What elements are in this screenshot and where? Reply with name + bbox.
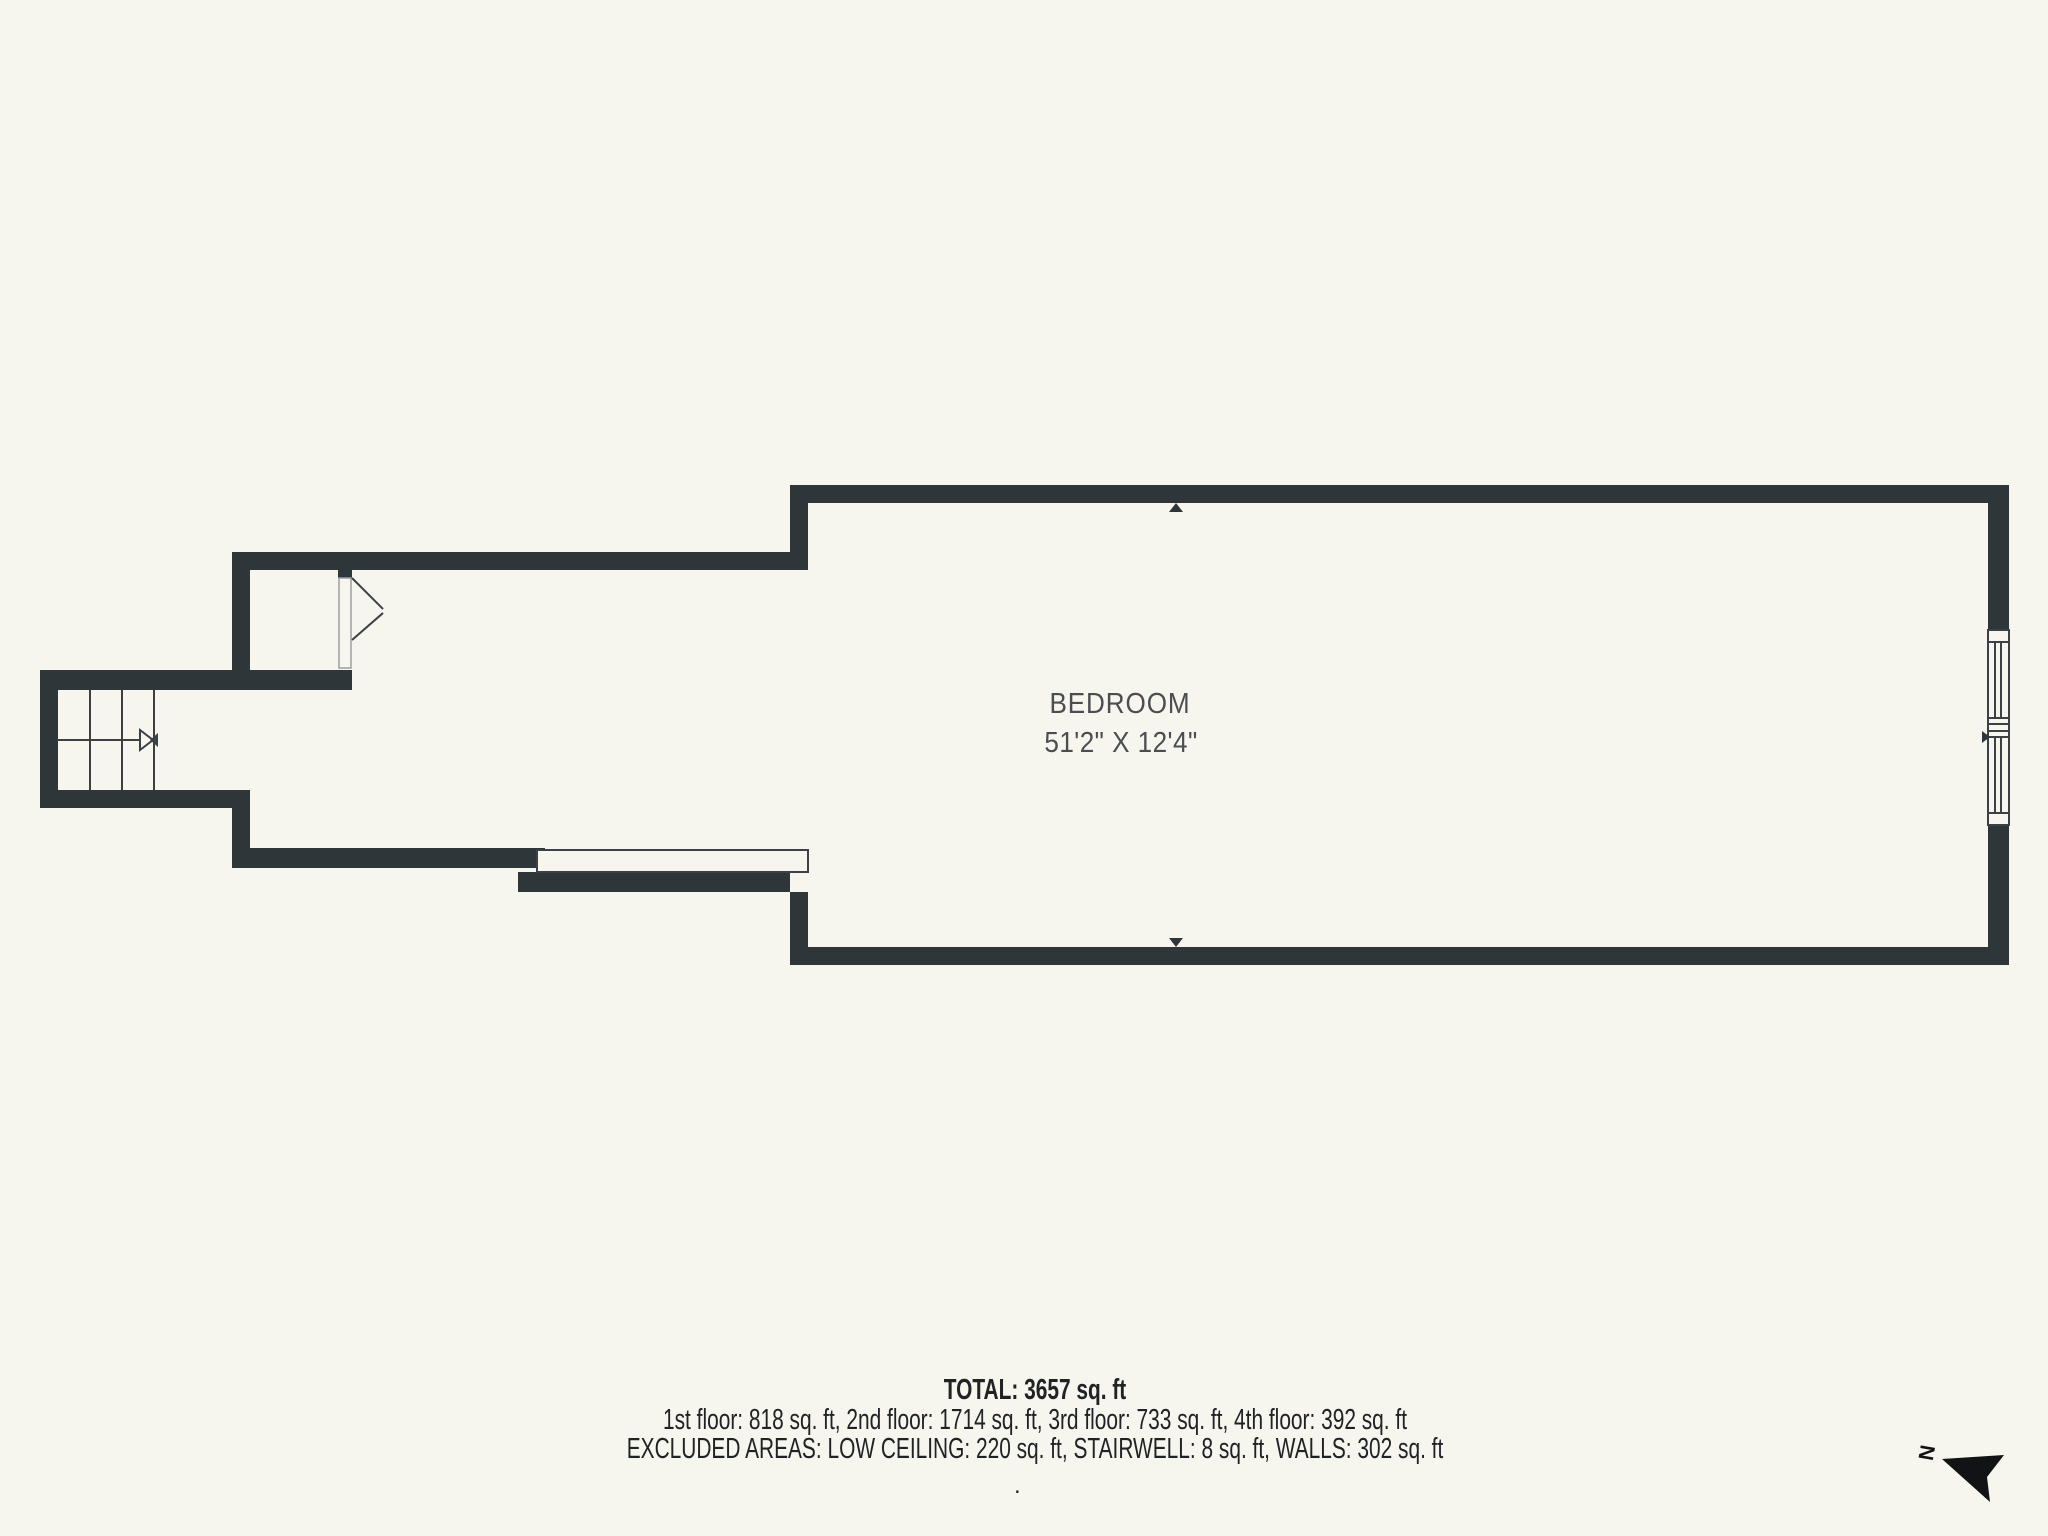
wall-bottom-left-b [518, 872, 790, 892]
window-right-frame [1987, 629, 2010, 826]
wall-step-bottom [790, 892, 808, 965]
marker-triangle-right-icon [1982, 731, 1990, 743]
wall-right-lower [1988, 825, 2009, 965]
wall-left-outer [40, 670, 58, 808]
window-right-assembly [1987, 629, 2010, 826]
marker-triangle-down-icon [1169, 938, 1183, 947]
stairs [57, 690, 158, 790]
door-opening [338, 577, 352, 669]
wall-bottom-main [790, 947, 2009, 965]
marker-triangle-up-icon [1169, 503, 1183, 512]
window-bottom [536, 849, 809, 873]
wall-step-top-left [790, 485, 808, 570]
wall-door-stub-top [338, 570, 352, 578]
ceiling-height-markers [1169, 503, 1990, 947]
wall-stair-bottom [40, 790, 250, 808]
stair-arrow-open-head-icon [139, 727, 155, 753]
wall-top-main [790, 485, 2009, 503]
excluded-areas: EXCLUDED AREAS: LOW CEILING: 220 sq. ft,… [626, 1433, 1444, 1465]
wall-step-down-left [232, 808, 250, 868]
stair-direction-arrow [57, 727, 158, 753]
footnote-dot: . [1014, 1472, 1021, 1499]
wall-right-upper [1988, 485, 2009, 630]
floor-areas: 1st floor: 818 sq. ft, 2nd floor: 1714 s… [663, 1403, 1407, 1436]
door-swing-icon [351, 577, 384, 641]
stair-arrow-solid-head-icon [150, 733, 158, 747]
north-indicator: N [1913, 1443, 2004, 1502]
total-area: TOTAL: 3657 sq. ft [943, 1374, 1127, 1406]
wall-top-left-section [232, 552, 808, 570]
north-label: N [1913, 1443, 1938, 1462]
wall-closet-left [232, 552, 250, 690]
wall-hall-top [40, 670, 352, 690]
north-arrow-icon [1942, 1455, 2004, 1502]
wall-bottom-left-a [250, 848, 545, 868]
room-label: BEDROOM [1049, 687, 1190, 720]
closet-door [338, 577, 384, 669]
windows [536, 629, 2010, 873]
area-summary: TOTAL: 3657 sq. ft 1st floor: 818 sq. ft… [531, 1374, 1539, 1465]
room-dimensions: 51'2" X 12'4" [1044, 726, 1197, 759]
walls [40, 485, 2009, 965]
